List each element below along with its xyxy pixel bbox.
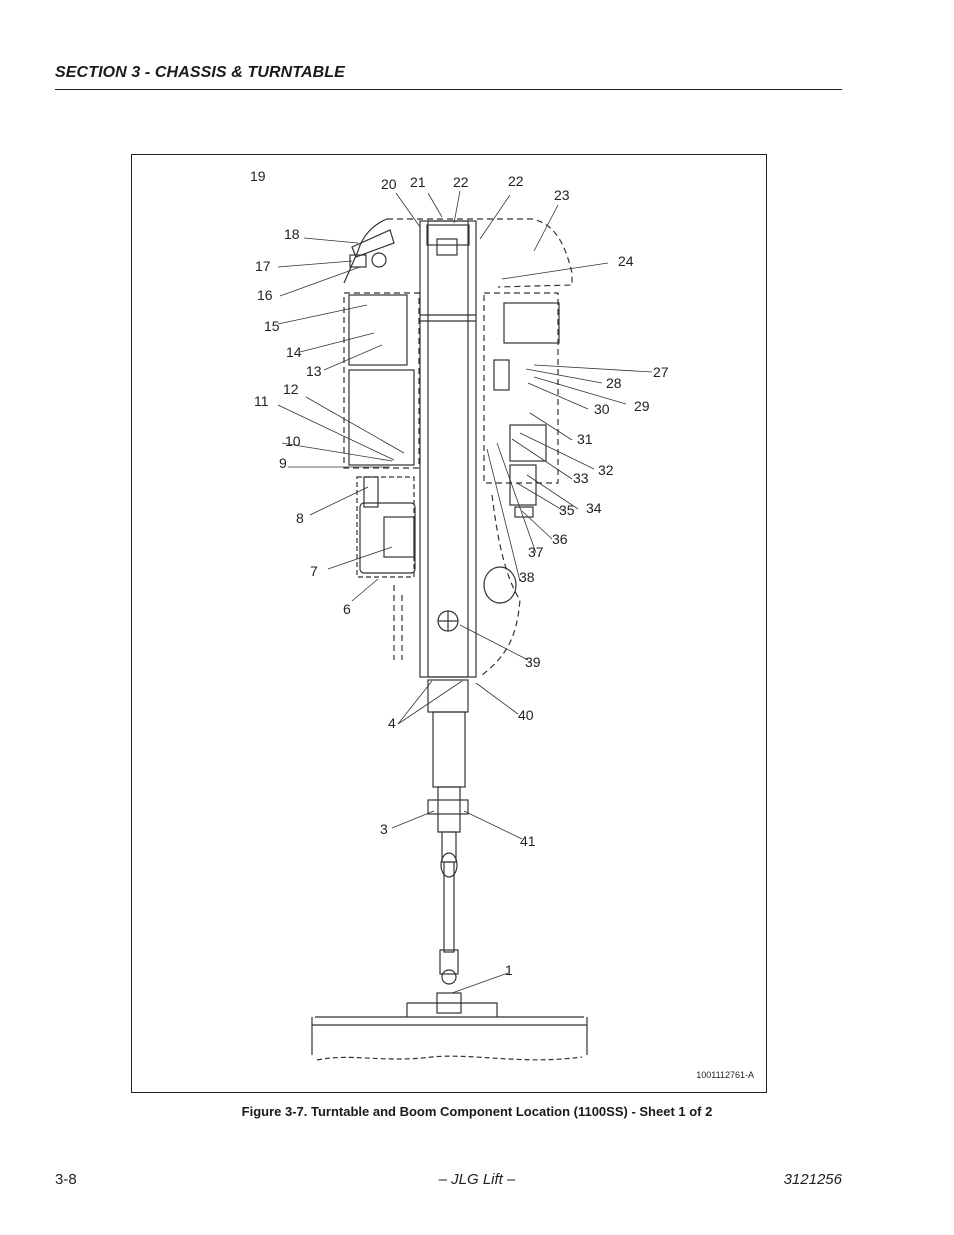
callout-15: 15 bbox=[264, 318, 280, 334]
callout-9: 9 bbox=[279, 455, 287, 471]
callout-19: 19 bbox=[250, 168, 266, 184]
callout-24: 24 bbox=[618, 253, 634, 269]
callout-12: 12 bbox=[283, 381, 299, 397]
callout-36: 36 bbox=[552, 531, 568, 547]
callout-40: 40 bbox=[518, 707, 534, 723]
callout-33: 33 bbox=[573, 470, 589, 486]
callout-20: 21 bbox=[410, 174, 426, 190]
section-header: SECTION 3 - CHASSIS & TURNTABLE bbox=[55, 64, 345, 81]
callout-6: 6 bbox=[343, 601, 351, 617]
callout-8: 8 bbox=[296, 510, 304, 526]
callout-16: 16 bbox=[257, 287, 273, 303]
callout-11: 11 bbox=[254, 393, 269, 409]
callout-39: 39 bbox=[525, 654, 541, 670]
callout-3: 3 bbox=[380, 821, 388, 837]
callout-19-label: 20 bbox=[381, 176, 397, 192]
figure-frame: 19 21 22 22 23 20 18 17 16 15 14 13 12 1… bbox=[131, 154, 767, 1093]
callout-32: 32 bbox=[598, 462, 614, 478]
callout-18: 18 bbox=[284, 226, 300, 242]
document-number: 3121256 bbox=[783, 1171, 842, 1188]
callout-23: 23 bbox=[554, 187, 570, 203]
callout-35: 35 bbox=[559, 502, 575, 518]
callout-31: 31 bbox=[577, 431, 593, 447]
footer-brand: – JLG Lift – bbox=[438, 1171, 516, 1188]
callout-38: 38 bbox=[519, 569, 535, 585]
turntable-boom-drawing bbox=[277, 190, 653, 1061]
page-number: 3-8 bbox=[55, 1171, 77, 1188]
drawing-number: 1001112761-A bbox=[696, 1070, 754, 1080]
callout-30: 30 bbox=[594, 401, 610, 417]
callout-13: 13 bbox=[306, 363, 322, 379]
header-rule bbox=[55, 89, 842, 90]
callout-37: 37 bbox=[528, 544, 544, 560]
callout-21: 22 bbox=[453, 174, 469, 190]
callout-4: 4 bbox=[388, 715, 396, 731]
callout-14: 14 bbox=[286, 344, 302, 360]
callout-17: 17 bbox=[255, 258, 271, 274]
callout-1: 1 bbox=[505, 962, 513, 978]
callout-41: 41 bbox=[520, 833, 536, 849]
callout-27: 27 bbox=[653, 364, 669, 380]
callout-22: 22 bbox=[508, 173, 524, 189]
figure-caption: Figure 3-7. Turntable and Boom Component… bbox=[241, 1104, 713, 1119]
callout-29: 29 bbox=[634, 398, 650, 414]
callout-34: 34 bbox=[586, 500, 602, 516]
callout-10: 10 bbox=[285, 433, 301, 449]
callout-28: 28 bbox=[606, 375, 622, 391]
callout-7: 7 bbox=[310, 563, 318, 579]
